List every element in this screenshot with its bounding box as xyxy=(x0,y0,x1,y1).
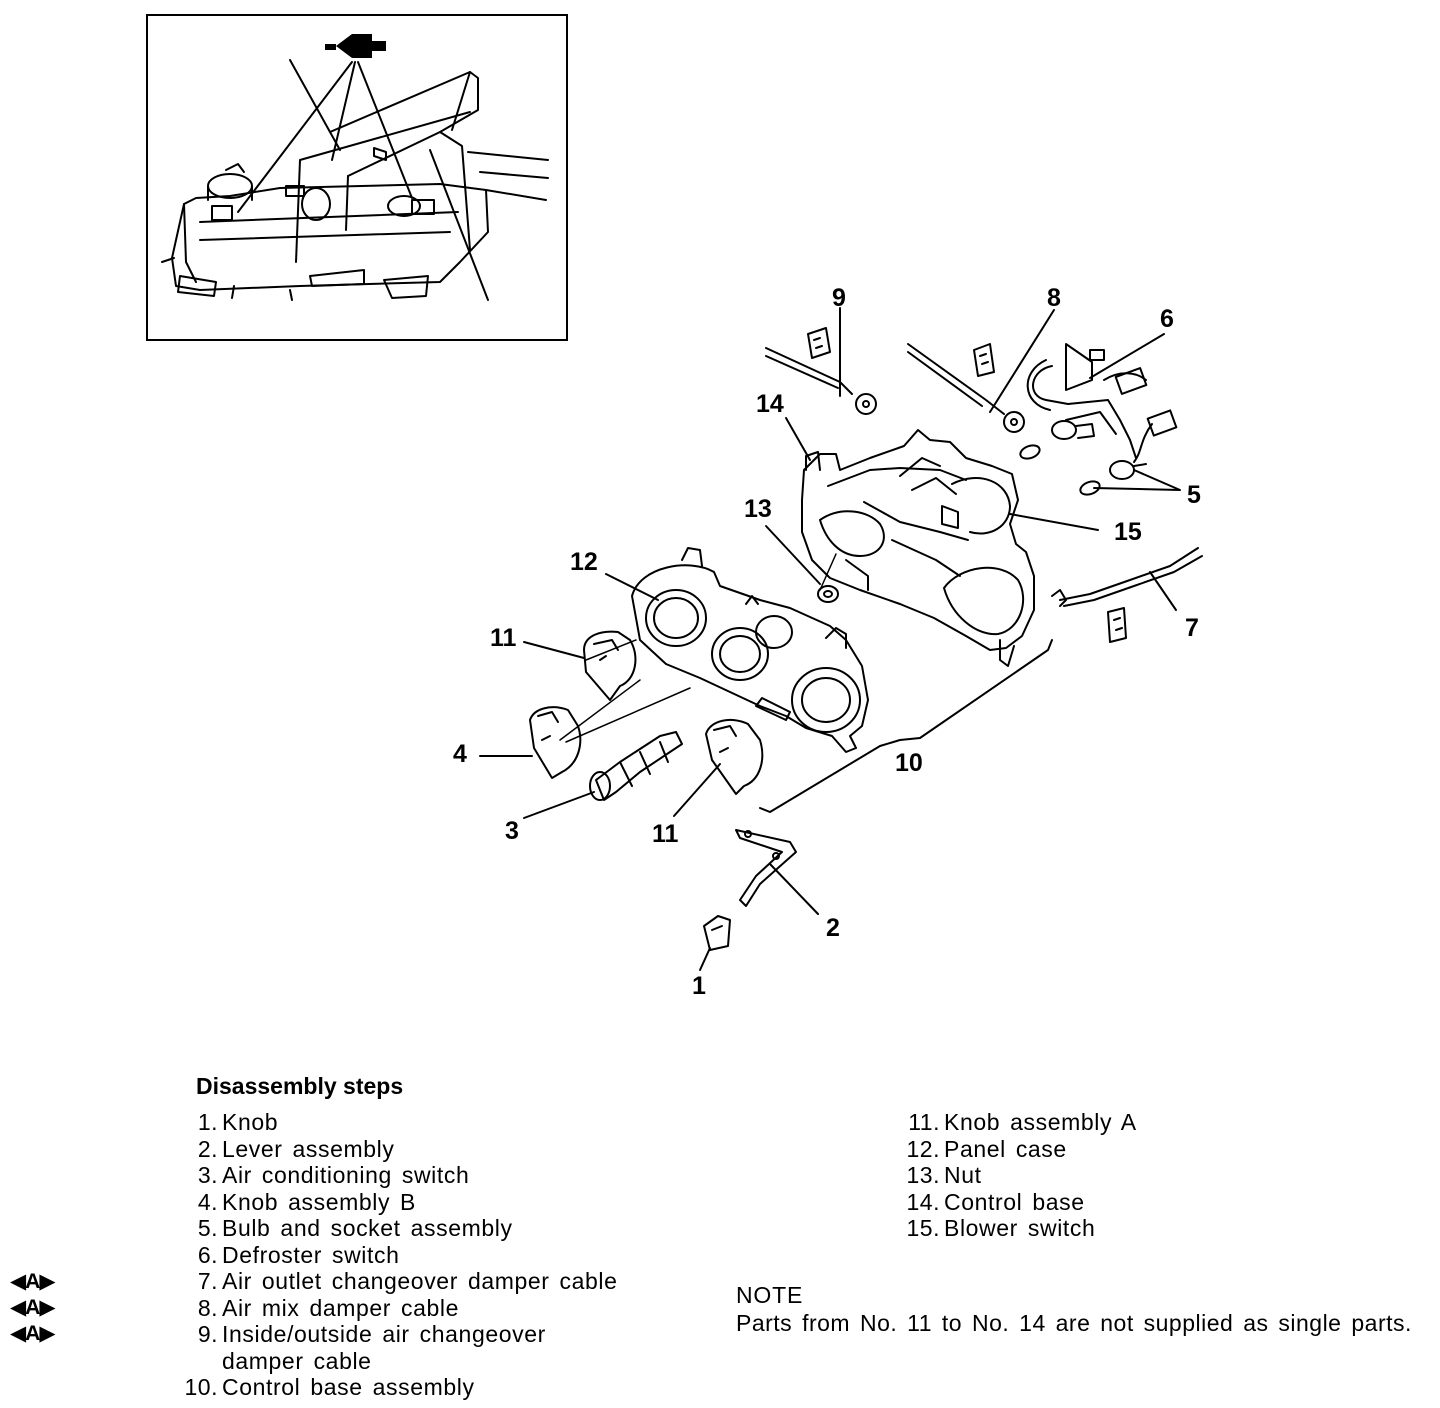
step-item: 2.Lever assembly xyxy=(184,1136,618,1163)
step-number: 13. xyxy=(906,1162,940,1188)
step-text: Nut xyxy=(944,1162,982,1188)
leader-lines xyxy=(479,307,1181,971)
step-item: 1.Knob xyxy=(184,1109,618,1136)
callout-15: 15 xyxy=(1114,518,1142,546)
note-title: NOTE xyxy=(736,1282,804,1308)
part-8-damper-cable xyxy=(907,343,1025,433)
step-number: 2. xyxy=(197,1135,218,1162)
step-number: 7. xyxy=(197,1268,218,1294)
step-item: 14.Control base xyxy=(906,1189,1137,1216)
part-2-lever xyxy=(735,829,797,907)
step-number: 6. xyxy=(197,1241,218,1268)
part-3-ac-switch xyxy=(589,731,683,801)
step-item: 9.Inside/outside air changeover xyxy=(184,1321,618,1348)
service-marker-step-7: ◀A▶ xyxy=(10,1270,55,1293)
assembly-lines xyxy=(559,553,837,743)
part-1-knob xyxy=(703,915,731,951)
step-item: 10.Control base assembly xyxy=(184,1374,618,1401)
callout-10: 10 xyxy=(895,749,923,777)
note-text: Parts from No. 11 to No. 14 are not supp… xyxy=(736,1310,1412,1336)
location-arrow-icon xyxy=(325,34,386,58)
step-number: 14. xyxy=(906,1188,940,1215)
step-text: Air conditioning switch xyxy=(222,1162,470,1188)
step-text: Knob assembly A xyxy=(944,1109,1137,1135)
step-text: Control base assembly xyxy=(222,1374,475,1400)
step-item: damper cable xyxy=(184,1348,618,1375)
part-12-panel-case xyxy=(631,547,869,753)
callout-8: 8 xyxy=(1047,284,1061,312)
disassembly-steps-left: 1.Knob 2.Lever assembly 3.Air conditioni… xyxy=(184,1109,618,1401)
disassembly-steps-right: 11.Knob assembly A 12.Panel case 13.Nut … xyxy=(906,1109,1137,1242)
step-number: 4. xyxy=(197,1188,218,1215)
step-number: 9. xyxy=(197,1321,218,1347)
step-number: 5. xyxy=(197,1215,218,1241)
callout-4: 4 xyxy=(453,740,467,768)
callout-13: 13 xyxy=(744,495,772,523)
step-number: 15. xyxy=(906,1215,940,1241)
service-marker-step-8: ◀A▶ xyxy=(10,1296,55,1319)
step-item: 5.Bulb and socket assembly xyxy=(184,1215,618,1242)
step-text: Bulb and socket assembly xyxy=(222,1215,513,1241)
step-item: 3.Air conditioning switch xyxy=(184,1162,618,1189)
step-item: 6.Defroster switch xyxy=(184,1242,618,1269)
step-number: 12. xyxy=(906,1135,940,1162)
step-text: Air mix damper cable xyxy=(222,1294,460,1321)
part-11-knob-upper xyxy=(583,630,637,701)
part-11-knob-lower xyxy=(705,718,764,795)
inset-drawing xyxy=(161,34,549,301)
callout-9: 9 xyxy=(832,284,846,312)
step-number: 1. xyxy=(197,1109,218,1135)
step-number: 10. xyxy=(184,1374,218,1400)
callout-1: 1 xyxy=(692,972,706,1000)
location-inset xyxy=(146,14,568,341)
callout-11-upper: 11 xyxy=(490,624,517,652)
part-6-defroster-switch xyxy=(1026,343,1178,463)
step-number: 3. xyxy=(197,1162,218,1188)
step-text: Panel case xyxy=(944,1135,1067,1162)
step-item: 12.Panel case xyxy=(906,1136,1137,1163)
step-item: 4.Knob assembly B xyxy=(184,1189,618,1216)
part-4-knob-b xyxy=(529,706,582,779)
part-14-control-base xyxy=(801,429,1035,667)
callout-5: 5 xyxy=(1187,481,1201,509)
callout-6: 6 xyxy=(1160,305,1174,333)
step-number: 11. xyxy=(908,1109,940,1135)
step-text: Knob assembly B xyxy=(222,1188,416,1215)
step-item: 15.Blower switch xyxy=(906,1215,1137,1242)
callout-14: 14 xyxy=(756,390,784,418)
step-text: Inside/outside air changeover xyxy=(222,1321,546,1347)
callout-3: 3 xyxy=(505,817,519,845)
disassembly-heading: Disassembly steps xyxy=(196,1073,404,1099)
callout-11-lower: 11 xyxy=(652,820,679,848)
callout-2: 2 xyxy=(826,914,840,942)
step-text: Defroster switch xyxy=(222,1241,400,1268)
step-text: Control base xyxy=(944,1188,1085,1215)
step-item: 11.Knob assembly A xyxy=(906,1109,1137,1136)
step-text: Blower switch xyxy=(944,1215,1096,1241)
part-13-nut xyxy=(817,585,839,603)
step-number: 8. xyxy=(197,1294,218,1321)
step-item: 13.Nut xyxy=(906,1162,1137,1189)
step-item: 8.Air mix damper cable xyxy=(184,1295,618,1322)
step-text: Lever assembly xyxy=(222,1135,395,1162)
step-text: damper cable xyxy=(222,1347,372,1374)
part-7-damper-cable xyxy=(1051,547,1203,643)
step-text: Air outlet changeover damper cable xyxy=(222,1268,618,1294)
callout-12: 12 xyxy=(570,548,598,576)
step-item: 7.Air outlet changeover damper cable xyxy=(184,1268,618,1295)
step-text: Knob xyxy=(222,1109,279,1135)
callout-7: 7 xyxy=(1185,614,1199,642)
service-marker-step-9: ◀A▶ xyxy=(10,1322,55,1345)
